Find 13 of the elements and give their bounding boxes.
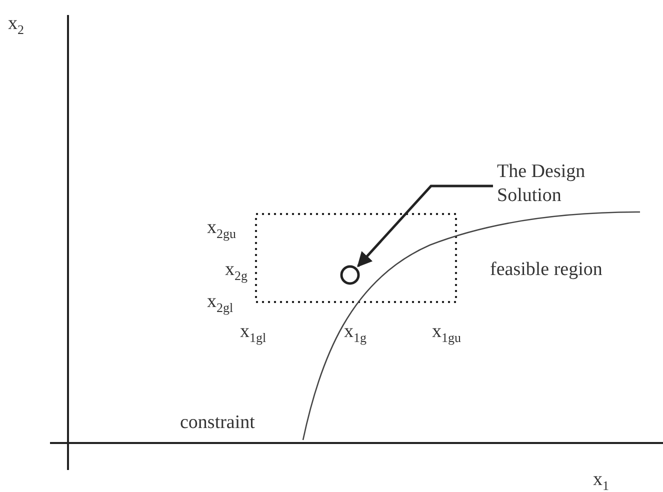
range-label: x$_{2g}$ [225,260,248,282]
range-label: x$_{1gl}$ [240,322,266,344]
range-label: x$_{2gu}$ [207,218,236,240]
region-label: feasible region [490,260,602,279]
circle-marker [340,265,360,285]
callout-text: The Design Solution [497,160,586,208]
range-label: x$_{1gu}$ [432,322,461,344]
axis-label: x$_{1}$ [593,470,609,492]
leader-arrow [357,184,493,268]
range-label: x$_{2gl}$ [207,292,234,314]
range-label: x$_{1g}$ [344,322,366,344]
curve-label: constraint [180,413,255,432]
axis-label: x$_{2}$ [8,14,24,36]
